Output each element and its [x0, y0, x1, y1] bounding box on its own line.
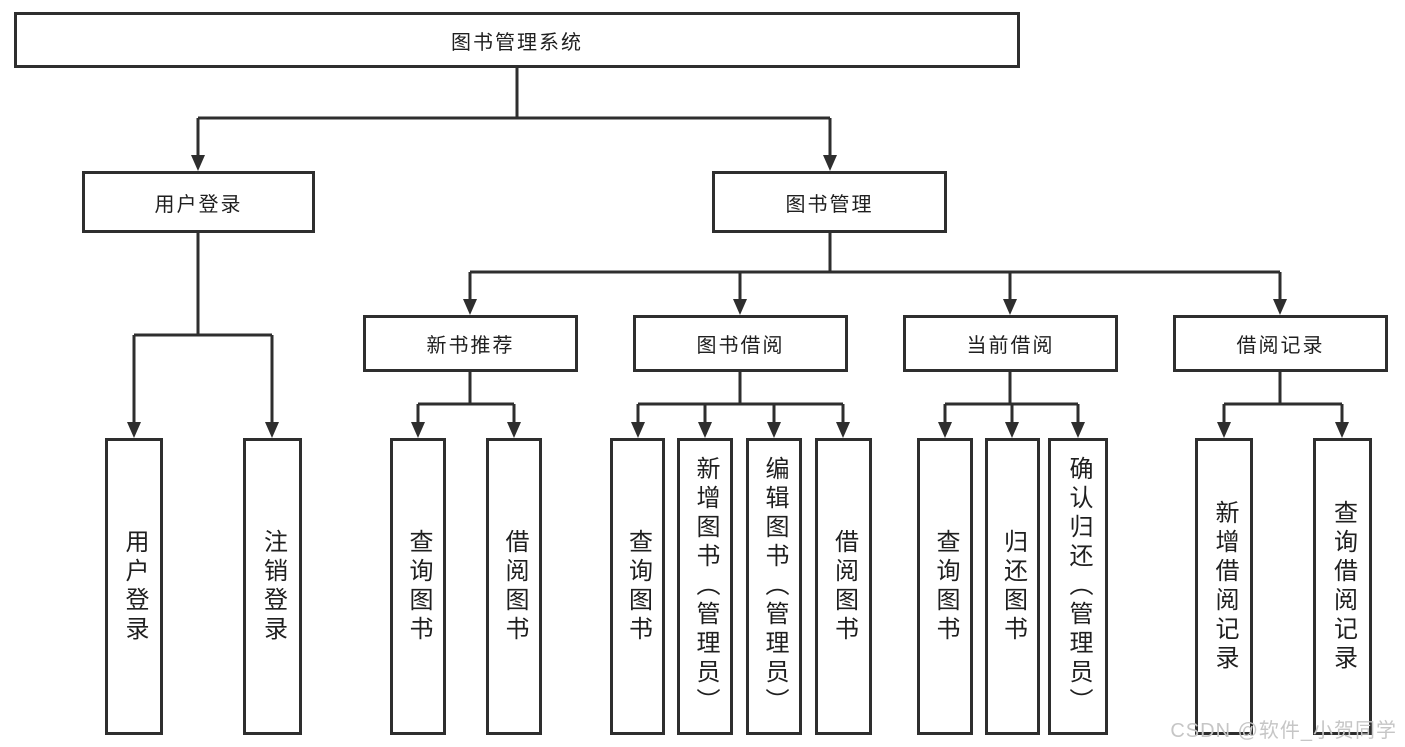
- leaf-borrow-books-recommend: 借阅图书: [486, 438, 542, 735]
- leaf-confirm-return-admin: 确认归还（管理员）: [1048, 438, 1108, 735]
- node-book-management: 图书管理: [712, 171, 947, 233]
- leaf-label: 新增图书（管理员）: [692, 456, 719, 717]
- leaf-label: 查询图书: [405, 528, 432, 645]
- leaf-query-books-borrow: 查询图书: [610, 438, 665, 735]
- leaf-query-books-recommend: 查询图书: [390, 438, 446, 735]
- csdn-watermark: CSDN @软件_小贺同学: [1170, 720, 1397, 742]
- node-new-book-recommend: 新书推荐: [363, 315, 578, 372]
- leaf-query-books-current: 查询图书: [917, 438, 973, 735]
- leaf-query-borrow-record: 查询借阅记录: [1313, 438, 1372, 735]
- node-root: 图书管理系统: [14, 12, 1020, 68]
- leaf-label: 编辑图书（管理员）: [761, 456, 788, 717]
- leaf-label: 注销登录: [259, 528, 287, 645]
- leaf-label: 借阅图书: [501, 528, 528, 645]
- leaf-add-borrow-record: 新增借阅记录: [1195, 438, 1253, 735]
- connector-book-borrow: [631, 372, 850, 438]
- leaf-label: 查询图书: [624, 528, 652, 645]
- leaf-label: 查询图书: [932, 528, 959, 645]
- leaf-return-book: 归还图书: [985, 438, 1040, 735]
- leaf-label: 新增借阅记录: [1211, 499, 1238, 674]
- leaf-label: 归还图书: [999, 528, 1027, 645]
- leaf-label: 确认归还（管理员）: [1065, 456, 1092, 717]
- leaf-add-book-admin: 新增图书（管理员）: [677, 438, 733, 735]
- leaf-logout: 注销登录: [243, 438, 302, 735]
- leaf-label: 借阅图书: [830, 528, 858, 645]
- leaf-label: 查询借阅记录: [1329, 499, 1357, 674]
- node-current-borrow: 当前借阅: [903, 315, 1118, 372]
- leaf-borrow-books: 借阅图书: [815, 438, 872, 735]
- node-book-borrow: 图书借阅: [633, 315, 848, 372]
- connector-user-login: [127, 233, 279, 438]
- leaf-edit-book-admin: 编辑图书（管理员）: [746, 438, 802, 735]
- leaf-user-login: 用户登录: [105, 438, 163, 735]
- connector-borrow-record: [1217, 372, 1349, 438]
- connector-root: [191, 68, 837, 171]
- connector-new-book: [411, 372, 521, 438]
- node-borrow-record: 借阅记录: [1173, 315, 1388, 372]
- connector-current-borrow: [938, 372, 1085, 438]
- connector-book-management: [463, 233, 1287, 315]
- node-user-login: 用户登录: [82, 171, 315, 233]
- leaf-label: 用户登录: [121, 528, 148, 645]
